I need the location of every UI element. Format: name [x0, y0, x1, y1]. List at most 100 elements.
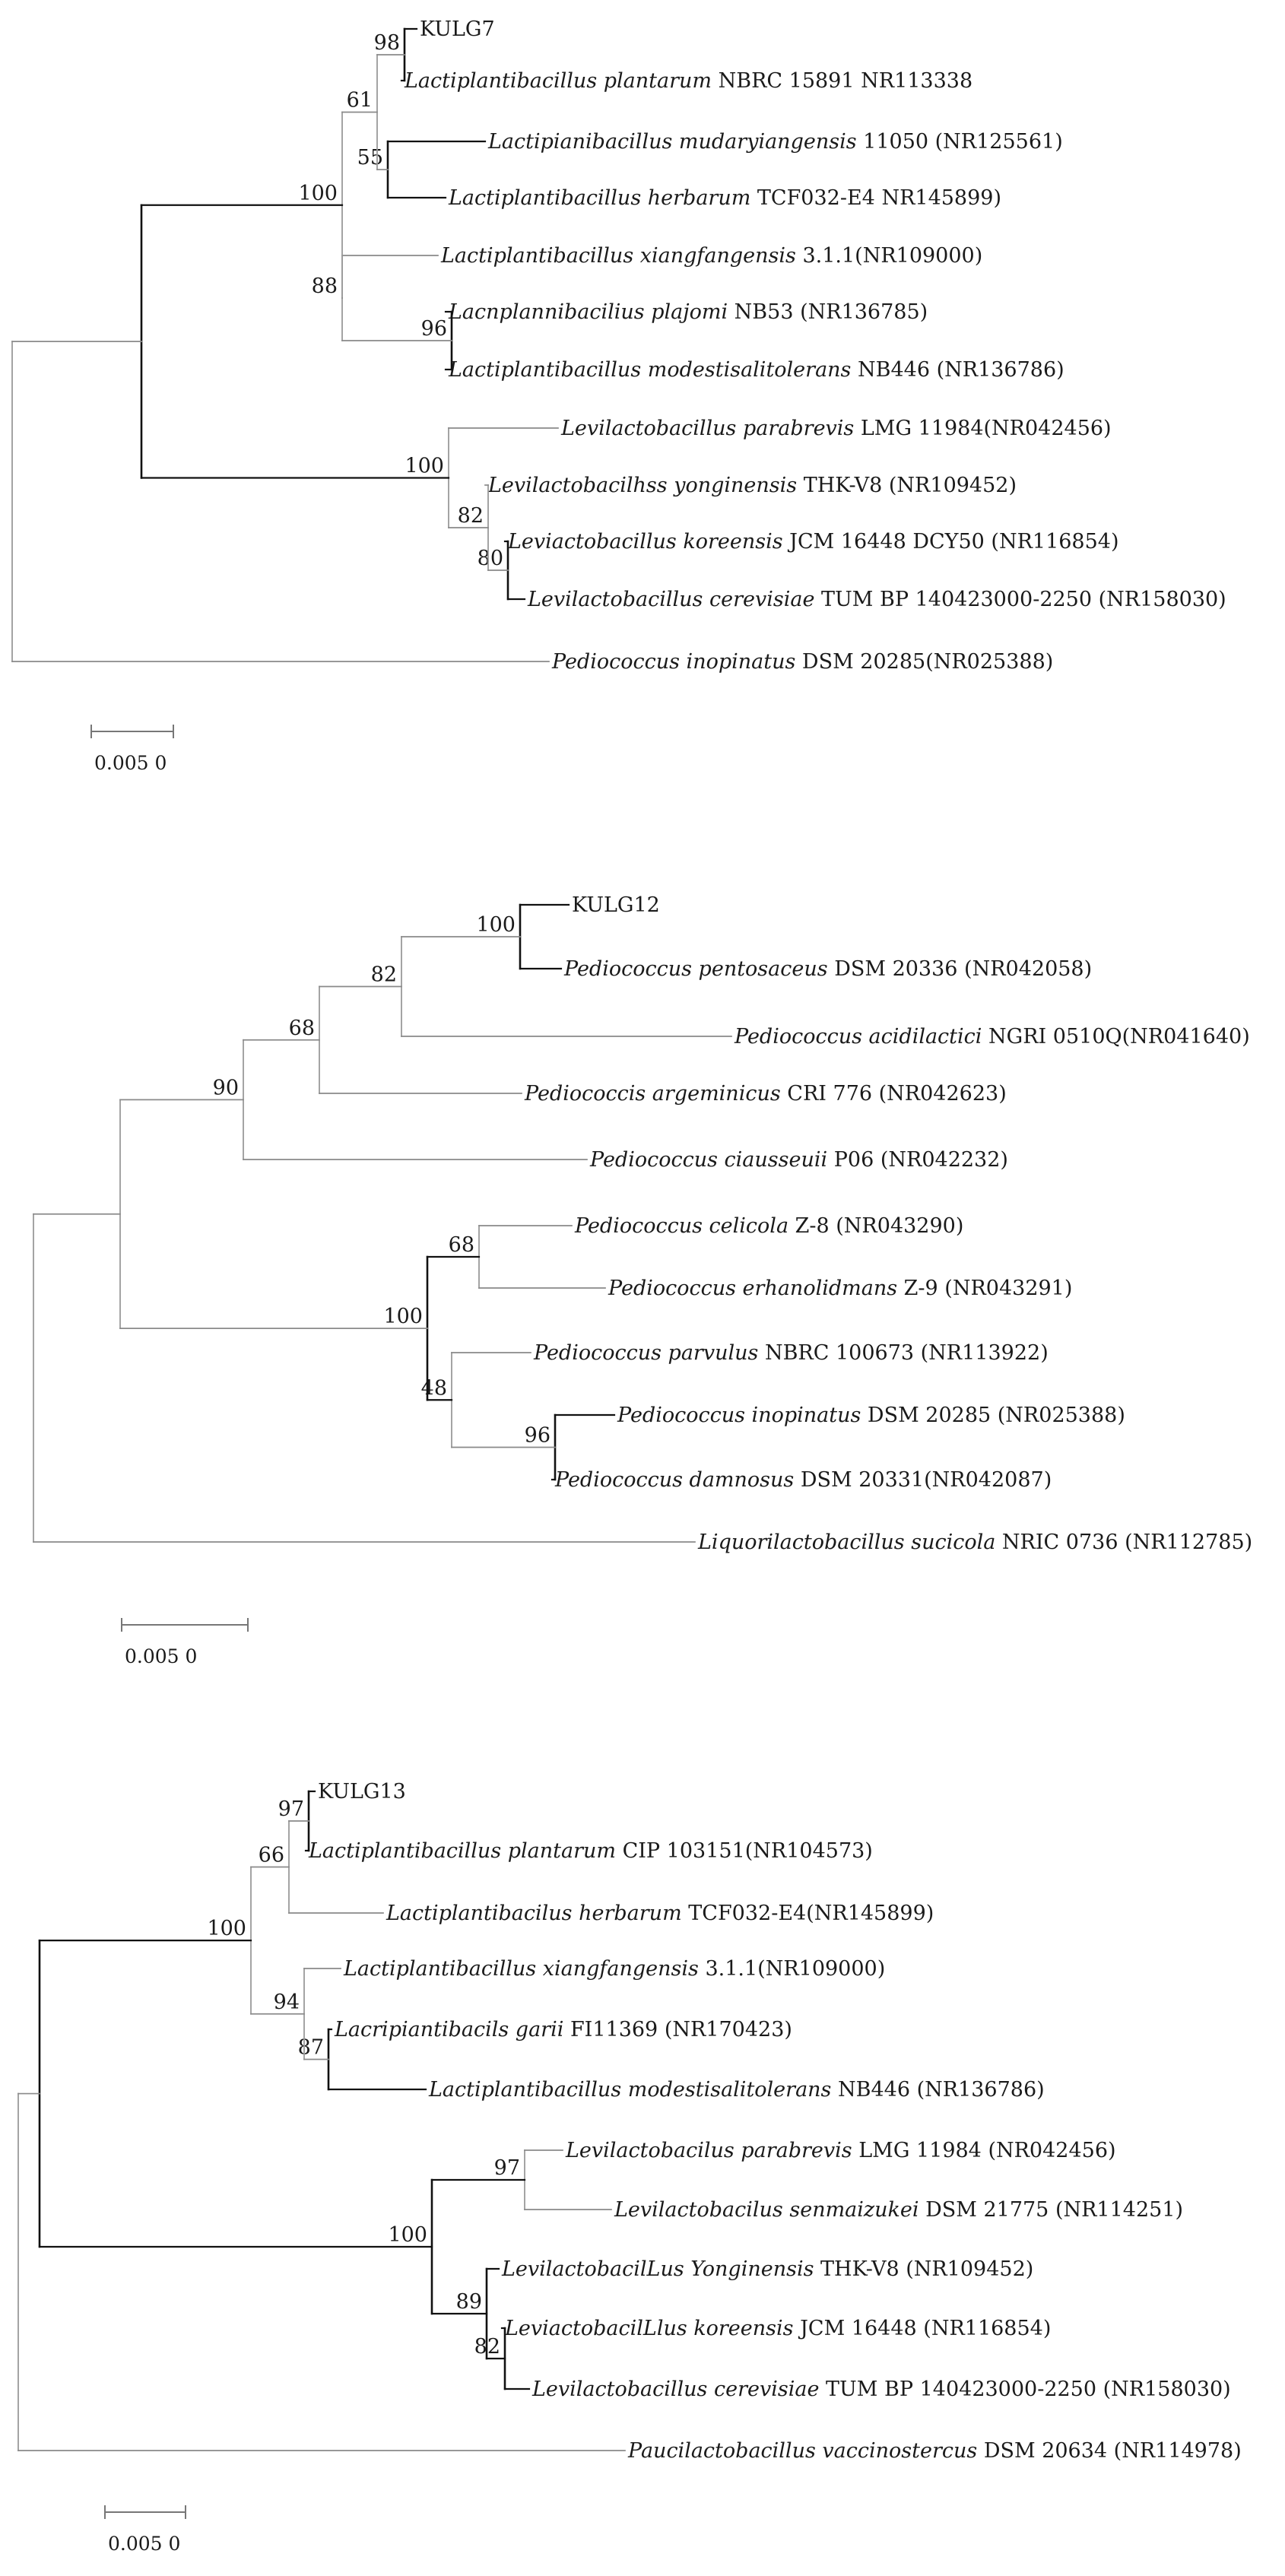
- scale-bar-label: 0.005 0: [94, 752, 167, 774]
- taxon-label: Liquorilactobacillus sucicola NRIC 0736 …: [697, 1531, 1252, 1554]
- taxon-species-name: Levilactobacilus parabrevis: [565, 2139, 852, 2162]
- taxon-strain-accession: NBRC 100673 (NR113922): [758, 1341, 1048, 1365]
- taxon-strain-accession: NRIC 0736 (NR112785): [995, 1531, 1252, 1554]
- taxon-strain-accession: KULG13: [318, 1780, 406, 1804]
- tree-3: 97668794100978289100KULG13Lactiplantibac…: [108, 1780, 1242, 2555]
- taxon-species-name: Paucilactobacillus vaccinostercus: [627, 2439, 977, 2463]
- taxon-label: LeviactobacilLlus koreensis JCM 16448 (N…: [504, 2317, 1051, 2340]
- bootstrap-value: 98: [374, 31, 400, 55]
- taxon-species-name: Lactiplantibacillus plantarum: [308, 1839, 616, 1863]
- taxon-species-name: Lacnplannibacilius plajomi: [448, 300, 728, 324]
- taxon-label: KULG13: [318, 1780, 406, 1804]
- taxon-label: Lactiplantibacillus herbarum TCF032-E4 N…: [448, 186, 1001, 210]
- taxon-species-name: Pediococcus inopinatus: [551, 650, 795, 674]
- taxon-species-name: LeviactobacilLlus koreensis: [504, 2317, 794, 2340]
- taxon-strain-accession: THK-V8 (NR109452): [814, 2257, 1033, 2281]
- bootstrap-value: 68: [289, 1017, 315, 1040]
- taxon-strain-accession: DSM 20336 (NR042058): [828, 957, 1093, 981]
- taxon-label: Pediococcus pentosaceus DSM 20336 (NR042…: [563, 957, 1092, 981]
- taxon-label: Pediococcus celicola Z-8 (NR043290): [574, 1214, 963, 1238]
- taxon-strain-accession: TUM BP 140423000-2250 (NR158030): [819, 2378, 1230, 2401]
- taxon-strain-accession: NBRC 15891 NR113338: [712, 69, 972, 93]
- taxon-label: LevilactobacilLus Yonginensis THK-V8 (NR…: [501, 2257, 1033, 2281]
- taxon-species-name: Pediococcus acidilactici: [734, 1025, 982, 1048]
- taxon-label: KULG12: [572, 893, 660, 917]
- taxon-strain-accession: NB446 (NR136786): [851, 358, 1064, 382]
- taxon-label: Lactiplantibacillus plantarum NBRC 15891…: [404, 69, 972, 93]
- taxon-label: Pediococcus ciausseuii P06 (NR042232): [589, 1148, 1008, 1172]
- bootstrap-value: 97: [278, 1797, 304, 1821]
- taxon-species-name: Pediococcus erhanolidmans: [608, 1277, 897, 1300]
- taxon-strain-accession: KULG12: [572, 893, 660, 917]
- taxon-strain-accession: DSM 20285 (NR025388): [861, 1404, 1125, 1427]
- taxon-label: Levilactobacilus senmaizukei DSM 21775 (…: [614, 2198, 1183, 2222]
- taxon-strain-accession: NGRI 0510Q(NR041640): [982, 1025, 1249, 1048]
- taxon-label: Pediococcus damnosus DSM 20331(NR042087): [554, 1468, 1052, 1492]
- taxon-strain-accession: NB53 (NR136785): [728, 300, 928, 324]
- taxon-strain-accession: LMG 11984 (NR042456): [852, 2139, 1116, 2162]
- taxon-label: KULG7: [420, 17, 495, 41]
- bootstrap-value: 100: [388, 2223, 427, 2247]
- taxon-strain-accession: 3.1.1(NR109000): [796, 244, 982, 268]
- taxon-strain-accession: THK-V8 (NR109452): [797, 474, 1017, 497]
- taxon-species-name: Liquorilactobacillus sucicola: [697, 1531, 995, 1554]
- taxon-strain-accession: TCF032-E4 NR145899): [750, 186, 1001, 210]
- taxon-species-name: Pediococcus pentosaceus: [563, 957, 828, 981]
- bootstrap-value: 55: [357, 146, 383, 170]
- bootstrap-value: 48: [421, 1376, 447, 1400]
- taxon-strain-accession: JCM 16448 DCY50 (NR116854): [783, 530, 1119, 554]
- bootstrap-value: 87: [298, 2036, 324, 2060]
- bootstrap-value: 80: [478, 547, 503, 570]
- bootstrap-value: 100: [405, 455, 444, 478]
- taxon-species-name: Leviactobacillus koreensis: [507, 530, 783, 554]
- taxon-label: Lactiplantibacillus xiangfangensis 3.1.1…: [440, 244, 982, 268]
- taxon-label: Levilactobacillus cerevisiae TUM BP 1404…: [527, 588, 1226, 611]
- bootstrap-value: 96: [421, 317, 447, 341]
- taxon-species-name: Pediococcus celicola: [574, 1214, 788, 1238]
- taxon-label: Pediococcis argeminicus CRI 776 (NR04262…: [524, 1082, 1007, 1106]
- scale-bar-label: 0.005 0: [125, 1645, 197, 1667]
- taxon-label: Pediococcus parvulus NBRC 100673 (NR1139…: [533, 1341, 1049, 1365]
- taxon-strain-accession: DSM 21775 (NR114251): [919, 2198, 1184, 2222]
- bootstrap-value: 90: [213, 1076, 239, 1099]
- taxon-label: Pediococcus erhanolidmans Z-9 (NR043291): [608, 1277, 1072, 1300]
- taxon-species-name: Lactiplantibacillus modestisalitolerans: [428, 2078, 831, 2102]
- bootstrap-value: 100: [383, 1305, 423, 1328]
- bootstrap-value: 100: [207, 1917, 246, 1940]
- taxon-species-name: Levilactobacillus parabrevis: [560, 417, 854, 440]
- bootstrap-value: 97: [494, 2156, 520, 2180]
- taxon-species-name: Lactiplantibacillus xiangfangensis: [440, 244, 796, 268]
- bootstrap-value: 94: [274, 1991, 300, 2014]
- taxon-strain-accession: FI11369 (NR170423): [563, 2018, 792, 2041]
- bootstrap-value: 68: [449, 1233, 474, 1257]
- taxon-label: Pediococcus acidilactici NGRI 0510Q(NR04…: [734, 1025, 1250, 1048]
- bootstrap-value: 96: [525, 1424, 550, 1448]
- taxon-strain-accession: DSM 20634 (NR114978): [977, 2439, 1242, 2463]
- taxon-label: Pediococcus inopinatus DSM 20285(NR02538…: [551, 650, 1053, 674]
- taxon-species-name: Lactiplantibacillus herbarum: [448, 186, 750, 210]
- taxon-strain-accession: NB446 (NR136786): [831, 2078, 1044, 2102]
- taxon-label: Lactiplantibacillus xiangfangensis 3.1.1…: [343, 1957, 885, 1981]
- taxon-strain-accession: DSM 20285(NR025388): [795, 650, 1053, 674]
- taxon-species-name: Lactiplantibacilus herbarum: [386, 1902, 682, 1925]
- taxon-label: Lactiplantibacillus plantarum CIP 103151…: [308, 1839, 873, 1863]
- taxon-label: Lacripiantibacils garii FI11369 (NR17042…: [334, 2018, 792, 2041]
- taxon-species-name: Lactiplantibacillus plantarum: [404, 69, 712, 93]
- bootstrap-value: 88: [312, 274, 338, 298]
- taxon-species-name: Lactipianibacillus mudaryiangensis: [487, 130, 857, 154]
- taxon-label: Lacnplannibacilius plajomi NB53 (NR13678…: [448, 300, 928, 324]
- taxon-strain-accession: CIP 103151(NR104573): [616, 1839, 873, 1863]
- taxon-label: Lactipianibacillus mudaryiangensis 11050…: [487, 130, 1063, 154]
- taxon-strain-accession: 3.1.1(NR109000): [699, 1957, 885, 1981]
- taxon-label: Levilactobacillus parabrevis LMG 11984(N…: [560, 417, 1112, 440]
- bootstrap-value: 82: [458, 504, 484, 528]
- bootstrap-value: 61: [347, 89, 373, 113]
- taxon-label: Pediococcus inopinatus DSM 20285 (NR0253…: [617, 1404, 1125, 1427]
- taxon-strain-accession: TUM BP 140423000-2250 (NR158030): [814, 588, 1226, 611]
- scale-bar-label: 0.005 0: [108, 2533, 180, 2555]
- taxon-species-name: LevilactobacilLus Yonginensis: [501, 2257, 814, 2281]
- taxon-strain-accession: JCM 16448 (NR116854): [794, 2317, 1052, 2340]
- taxon-species-name: Lactiplantibacillus xiangfangensis: [343, 1957, 699, 1981]
